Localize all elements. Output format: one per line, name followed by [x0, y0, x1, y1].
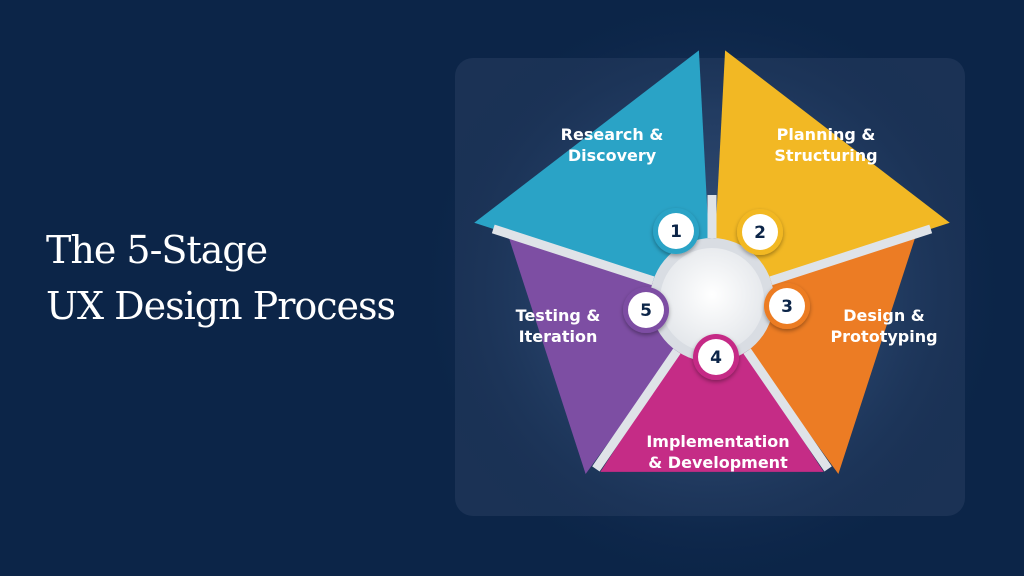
spoke-divider: [592, 348, 681, 472]
stage-labels: Research & Discovery Planning & Structuring…: [516, 125, 938, 472]
stage-wedge-4: [600, 351, 824, 472]
badge-number: 5: [640, 301, 652, 321]
page-title: The 5-Stage UX Design Process: [46, 222, 396, 334]
title-line-2: UX Design Process: [46, 284, 396, 328]
title-line-1: The 5-Stage: [46, 228, 268, 272]
stage-label-line-1: Testing &: [516, 306, 601, 325]
stage-label-line-2: Structuring: [774, 146, 877, 165]
spoke-divider: [743, 348, 832, 472]
stage-label-line-2: Discovery: [568, 146, 657, 165]
stage-label-line-2: Iteration: [519, 327, 598, 346]
stage-label-line-1: Implementation: [646, 432, 789, 451]
stage-number-badges: 1 2 3 4 5: [623, 208, 810, 380]
stage-label-4: Implementation & Development: [646, 432, 789, 472]
badge-face: [698, 339, 734, 375]
badge-number: 1: [670, 222, 682, 242]
stage-badge-5: 5: [623, 287, 669, 333]
stage-badge-3: 3: [764, 283, 810, 329]
wheel-spokes: [491, 195, 933, 472]
stage-label-line-2: & Development: [648, 453, 788, 472]
badge-face: [742, 214, 778, 250]
stage-badge-2: 2: [737, 209, 783, 255]
badge-face: [769, 288, 805, 324]
stage-badge-4: 4: [693, 334, 739, 380]
spoke-divider: [769, 224, 933, 286]
center-hub: [660, 248, 764, 352]
stage-label-5: Testing & Iteration: [516, 306, 601, 346]
stage-label-1: Research & Discovery: [561, 125, 664, 165]
stage-label-line-1: Design &: [843, 306, 925, 325]
stage-label-line-1: Research &: [561, 125, 664, 144]
badge-number: 4: [710, 348, 722, 368]
badge-number: 3: [781, 297, 793, 317]
spoke-divider: [491, 224, 655, 286]
stage-wedge-1: [474, 50, 709, 281]
stage-label-line-1: Planning &: [777, 125, 876, 144]
stage-label-2: Planning & Structuring: [774, 125, 877, 165]
badge-number: 2: [754, 223, 766, 243]
stage-label-3: Design & Prototyping: [830, 306, 937, 346]
badge-face: [658, 213, 694, 249]
stage-badge-1: 1: [653, 208, 699, 254]
stage-label-line-2: Prototyping: [830, 327, 937, 346]
badge-face: [628, 292, 664, 328]
